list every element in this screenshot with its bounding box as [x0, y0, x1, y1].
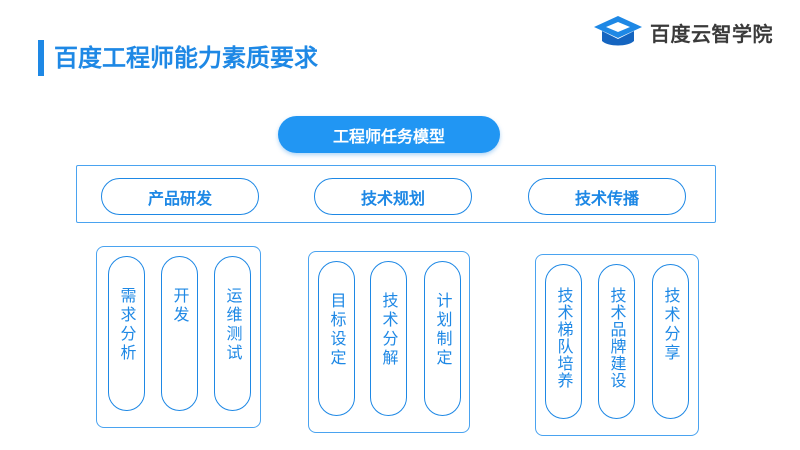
- title-accent-bar: [38, 40, 44, 76]
- item-ops-testing: 运维测试: [214, 256, 251, 411]
- item-tech-team-building: 技术梯队培养: [545, 264, 582, 419]
- group-tech-spread: [535, 254, 699, 436]
- group-tech-planning: [308, 251, 470, 433]
- item-label: 开发: [170, 287, 190, 325]
- item-label: 技术梯队培养: [554, 287, 574, 389]
- category-tech-spread: 技术传播: [528, 178, 686, 215]
- logo-text: 百度云智学院: [650, 21, 773, 46]
- item-development: 开发: [161, 256, 198, 411]
- item-tech-sharing: 技术分享: [652, 264, 689, 419]
- item-label: 计划制定: [433, 292, 453, 368]
- category-row-frame: [76, 165, 716, 223]
- item-label: 技术分解: [379, 292, 399, 368]
- brand-logo: 百度云智学院: [592, 14, 773, 50]
- item-label: 技术分享: [661, 287, 681, 363]
- group-product-dev: [96, 246, 261, 428]
- item-tech-brand-building: 技术品牌建设: [598, 264, 635, 419]
- item-plan-making: 计划制定: [424, 261, 461, 416]
- item-label: 运维测试: [223, 287, 243, 363]
- category-tech-planning: 技术规划: [314, 178, 472, 215]
- graduation-cap-icon: [594, 16, 642, 46]
- item-requirements-analysis: 需求分析: [108, 256, 145, 411]
- task-model-pill: 工程师任务模型: [278, 116, 500, 153]
- item-goal-setting: 目标设定: [318, 261, 355, 416]
- page-title: 百度工程师能力素质要求: [54, 44, 318, 72]
- item-label: 技术品牌建设: [607, 287, 627, 389]
- item-label: 目标设定: [327, 292, 347, 368]
- item-label: 需求分析: [117, 287, 137, 363]
- item-tech-breakdown: 技术分解: [370, 261, 407, 416]
- category-product-dev: 产品研发: [101, 178, 259, 215]
